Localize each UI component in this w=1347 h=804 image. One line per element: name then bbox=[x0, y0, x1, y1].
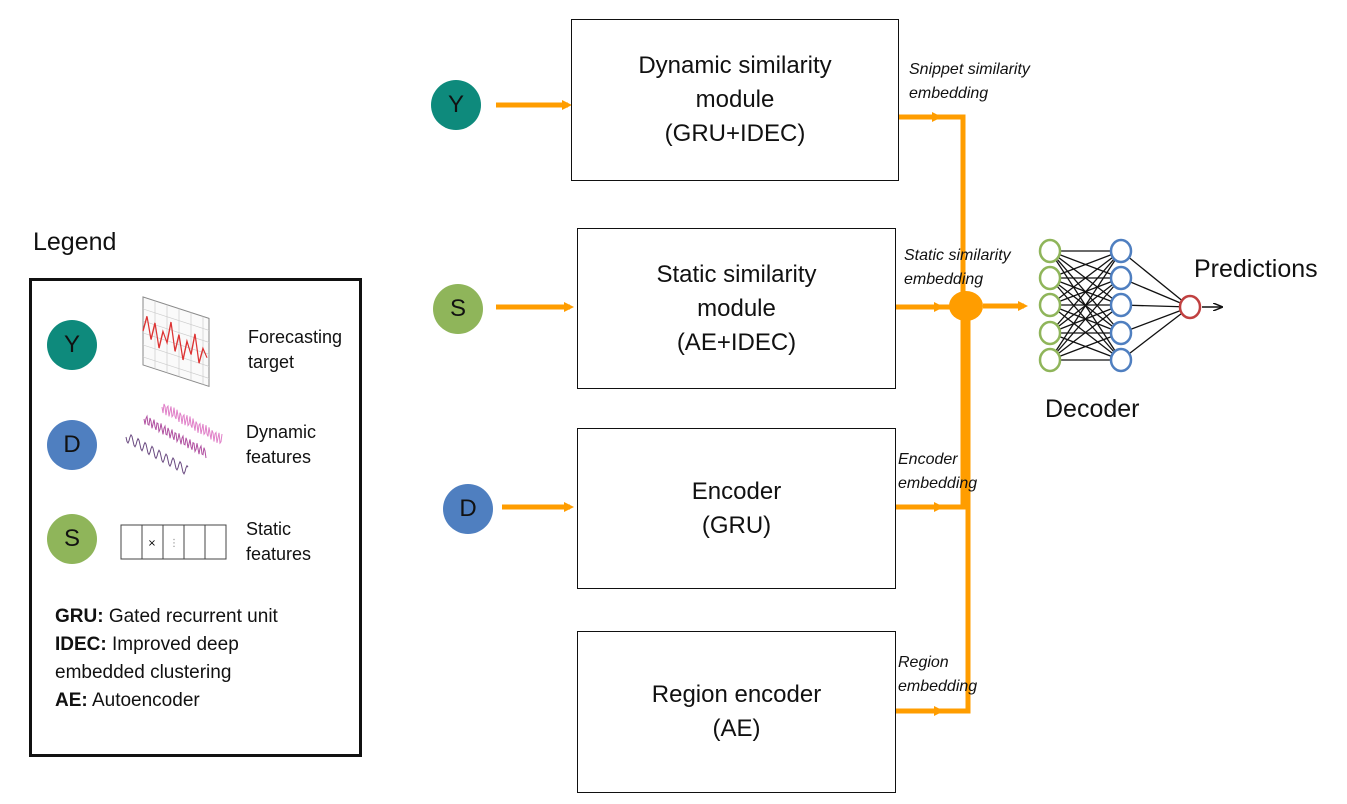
legend-label-dynamic: Dynamic features bbox=[246, 420, 316, 470]
legend-label-static: Static features bbox=[246, 517, 311, 567]
decoder-edge bbox=[1049, 250, 1122, 361]
module-title: Encoder bbox=[691, 477, 782, 505]
decoder-output-node bbox=[1178, 294, 1202, 320]
module-subtitle: module bbox=[697, 294, 776, 322]
module-title: Dynamic similarity bbox=[638, 52, 832, 79]
decoder-hidden-node bbox=[1109, 292, 1133, 318]
abbreviation-ae: AE: Autoencoder bbox=[55, 687, 278, 715]
decoder-input-node bbox=[1038, 238, 1062, 264]
table-row-icon: × ⋮ bbox=[120, 524, 227, 560]
static-embedding-label: Static similarity embedding bbox=[904, 244, 1011, 292]
region-embedding-label: Region embedding bbox=[898, 651, 977, 699]
decoder-label: Decoder bbox=[1045, 395, 1140, 423]
region-connector bbox=[940, 307, 971, 714]
decoder-edge bbox=[1049, 250, 1122, 279]
decoder-hidden-node bbox=[1109, 265, 1133, 291]
cell-mark: × bbox=[148, 538, 156, 549]
decoder-edge bbox=[1120, 277, 1191, 308]
encoder-connector bbox=[940, 307, 966, 510]
legend-node-target: Y bbox=[47, 320, 97, 370]
snippet-embedding-label: Snippet similarity embedding bbox=[909, 58, 1030, 106]
abbreviation-definition: embedded clustering bbox=[55, 662, 232, 683]
module-method: (GRU) bbox=[701, 511, 772, 539]
pink-wave bbox=[161, 403, 223, 445]
encoder-module: Encoder (GRU) bbox=[577, 428, 896, 589]
module-subtitle: module bbox=[695, 86, 775, 113]
predictions-label: Predictions bbox=[1194, 255, 1318, 283]
abbreviation-term: GRU: bbox=[55, 606, 104, 627]
dynamic-similarity-module: Dynamic similarity module (GRU+IDEC) bbox=[571, 19, 899, 181]
legend-label-line: target bbox=[248, 352, 295, 372]
decoder-input-node bbox=[1038, 347, 1062, 373]
module-title: Static similarity bbox=[656, 260, 817, 288]
embedding-label-line: embedding bbox=[909, 85, 989, 102]
module-title: Region encoder bbox=[651, 681, 822, 708]
legend-label-target: Forecasting target bbox=[248, 325, 342, 375]
abbreviation-list: GRU: Gated recurrent unit IDEC: Improved… bbox=[55, 603, 278, 715]
input-node-target: Y bbox=[431, 80, 481, 130]
legend-label-line: features bbox=[246, 544, 312, 564]
embedding-label-line: Static similarity bbox=[904, 247, 1011, 264]
decoder-input-node bbox=[1038, 265, 1062, 291]
purple-wave bbox=[125, 433, 189, 475]
abbreviation-definition: Autoencoder bbox=[87, 690, 200, 711]
legend-label-line: Dynamic bbox=[246, 422, 317, 442]
decoder-hidden-node bbox=[1109, 320, 1133, 346]
legend-label-line: Static bbox=[246, 519, 292, 539]
embedding-label-line: embedding bbox=[898, 475, 978, 492]
legend-label-line: features bbox=[246, 447, 312, 467]
snippet-connector bbox=[938, 114, 966, 307]
embedding-label-line: Region bbox=[898, 654, 949, 671]
legend-node-static: S bbox=[47, 514, 97, 564]
module-method: (AE) bbox=[712, 715, 761, 742]
abbreviation-gru: GRU: Gated recurrent unit bbox=[55, 603, 278, 631]
decoder-edge bbox=[1120, 306, 1191, 334]
decoder-edge bbox=[1049, 250, 1122, 334]
embedding-label-line: Snippet similarity bbox=[909, 61, 1030, 78]
abbreviation-definition: Improved deep bbox=[106, 634, 239, 655]
decoder-edge bbox=[1049, 332, 1122, 361]
abbreviation-idec-cont: embedded clustering bbox=[55, 659, 278, 687]
decoder-hidden-node bbox=[1109, 238, 1133, 264]
embedding-label-line: embedding bbox=[898, 678, 978, 695]
abbreviation-term: AE: bbox=[55, 690, 88, 711]
cell-mark: ⋮ bbox=[169, 538, 179, 549]
legend-box: Y Forecasting target D Dynamic features … bbox=[29, 278, 362, 757]
embedding-label-line: Encoder bbox=[898, 451, 958, 468]
decoder-edge bbox=[1049, 250, 1122, 306]
decoder-hidden-node bbox=[1109, 347, 1133, 373]
decoder-edge bbox=[1049, 277, 1122, 361]
decoder-input-node bbox=[1038, 320, 1062, 346]
waveform-icon bbox=[125, 403, 223, 475]
time-series-chart-icon bbox=[142, 296, 210, 388]
concatenation-node bbox=[949, 291, 983, 321]
decoder-edge bbox=[1120, 250, 1191, 308]
input-node-static: S bbox=[433, 284, 483, 334]
embedding-label-line: embedding bbox=[904, 271, 984, 288]
abbreviation-term: IDEC: bbox=[55, 634, 107, 655]
module-method: (GRU+IDEC) bbox=[664, 120, 806, 147]
input-node-dynamic: D bbox=[443, 484, 493, 534]
decoder-connections bbox=[1049, 250, 1191, 361]
abbreviation-definition: Gated recurrent unit bbox=[103, 606, 278, 627]
magenta-wave bbox=[143, 414, 207, 459]
region-encoder-module: Region encoder (AE) bbox=[577, 631, 896, 793]
decoder-input-node bbox=[1038, 292, 1062, 318]
abbreviation-idec: IDEC: Improved deep bbox=[55, 631, 278, 659]
decoder-network bbox=[1038, 238, 1202, 373]
module-method: (AE+IDEC) bbox=[676, 328, 797, 356]
decoder-edge bbox=[1120, 304, 1191, 308]
legend-node-dynamic: D bbox=[47, 420, 97, 470]
legend-title: Legend bbox=[33, 228, 117, 256]
decoder-edge bbox=[1120, 306, 1191, 361]
encoder-embedding-label: Encoder embedding bbox=[898, 448, 977, 496]
static-similarity-module: Static similarity module (AE+IDEC) bbox=[577, 228, 896, 389]
legend-label-line: Forecasting bbox=[248, 327, 343, 347]
decoder-edge bbox=[1049, 304, 1122, 361]
